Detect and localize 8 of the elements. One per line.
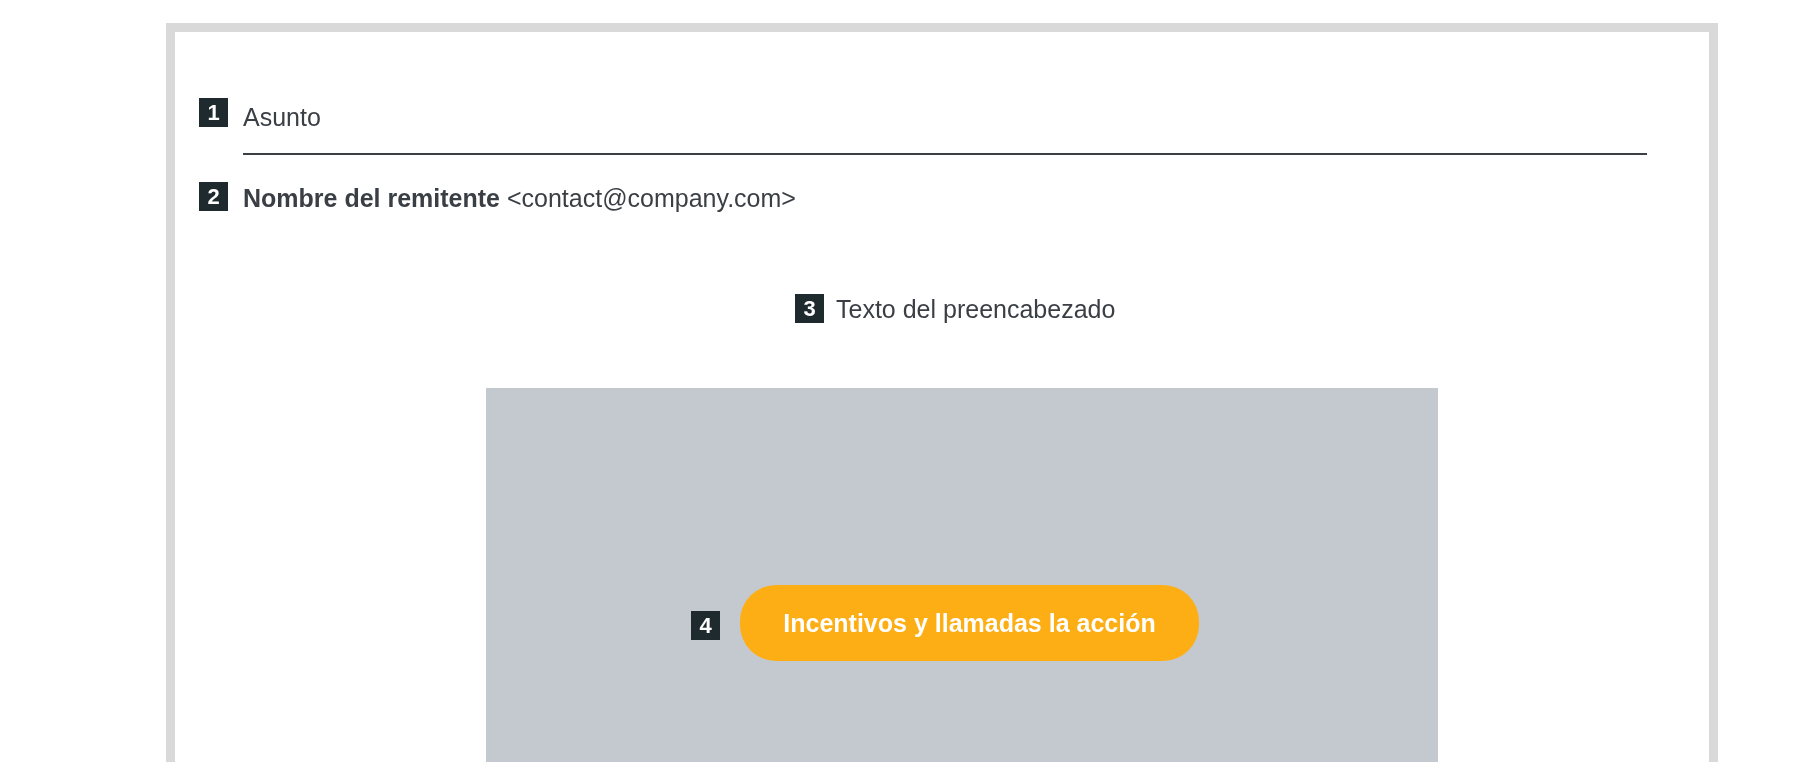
callout-number: 3 — [795, 294, 824, 323]
sender-text: Nombre del remitente <contact@company.com> — [243, 183, 796, 214]
callout-number: 1 — [199, 98, 228, 127]
preheader-text: Texto del preencabezado — [836, 294, 1116, 325]
cta-button: Incentivos y llamadas la acción — [740, 585, 1199, 661]
subject-text: Asunto — [243, 102, 321, 133]
callout-number: 2 — [199, 182, 228, 211]
callout-number: 4 — [691, 611, 720, 640]
